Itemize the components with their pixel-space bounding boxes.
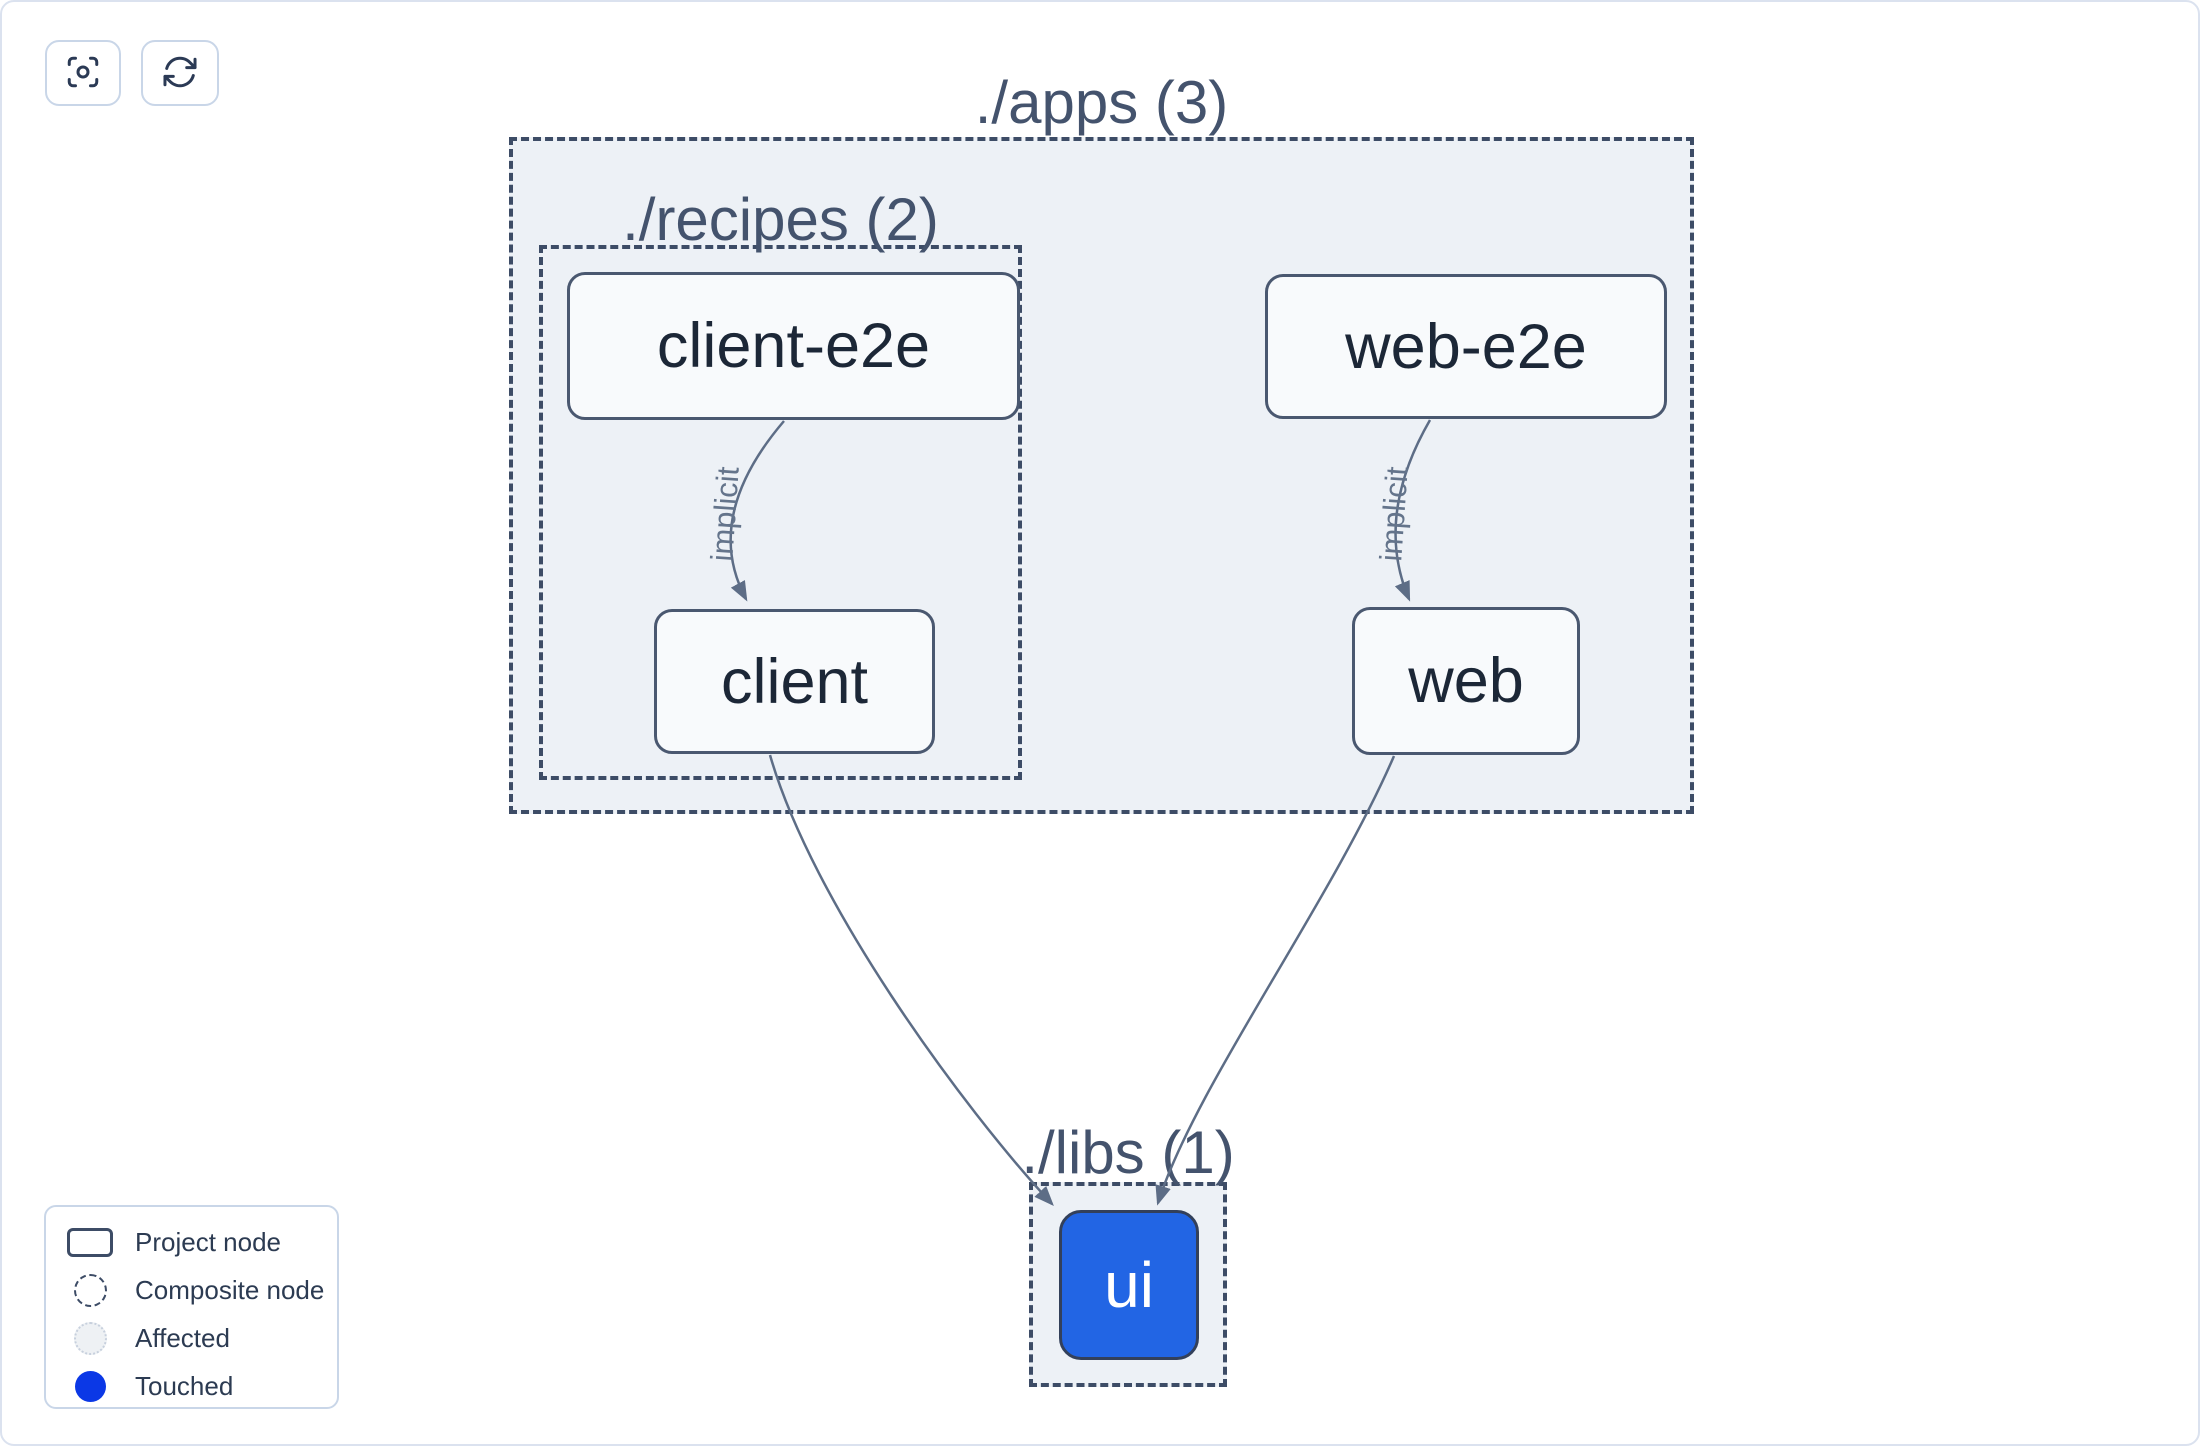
viewfinder-circle-icon [63,52,103,95]
legend-item-touched: Touched [67,1362,337,1410]
group-label-libs: ./libs (1) [1021,1119,1235,1186]
legend-label: Touched [135,1370,234,1401]
project-node-swatch [67,1227,113,1257]
node-web[interactable]: web [1352,607,1580,755]
refresh-button[interactable] [141,40,219,106]
node-label: ui [1104,1249,1154,1321]
focus-button[interactable] [45,40,121,106]
composite-node-swatch [73,1273,107,1307]
node-web-e2e[interactable]: web-e2e [1265,274,1667,419]
node-client-e2e[interactable]: client-e2e [567,272,1020,420]
group-label-recipes: ./recipes (2) [622,186,939,253]
touched-swatch [74,1370,106,1402]
node-ui[interactable]: ui [1059,1210,1199,1360]
legend-label: Composite node [135,1274,325,1305]
node-label: web [1408,646,1524,716]
legend-label: Affected [135,1322,230,1353]
legend-item-affected: Affected [67,1314,337,1362]
node-label: client [720,646,869,717]
legend-item-project-node: Project node [67,1218,337,1266]
node-label: client-e2e [656,311,931,381]
legend-item-composite-node: Composite node [67,1266,337,1314]
group-label-apps: ./apps (3) [974,69,1229,136]
legend-label: Project node [135,1226,281,1257]
node-client[interactable]: client [654,609,935,754]
affected-swatch [73,1321,107,1355]
refresh-icon [160,52,200,95]
node-label: web-e2e [1345,311,1587,382]
legend-panel: Project node Composite node Affected Tou… [44,1205,339,1409]
